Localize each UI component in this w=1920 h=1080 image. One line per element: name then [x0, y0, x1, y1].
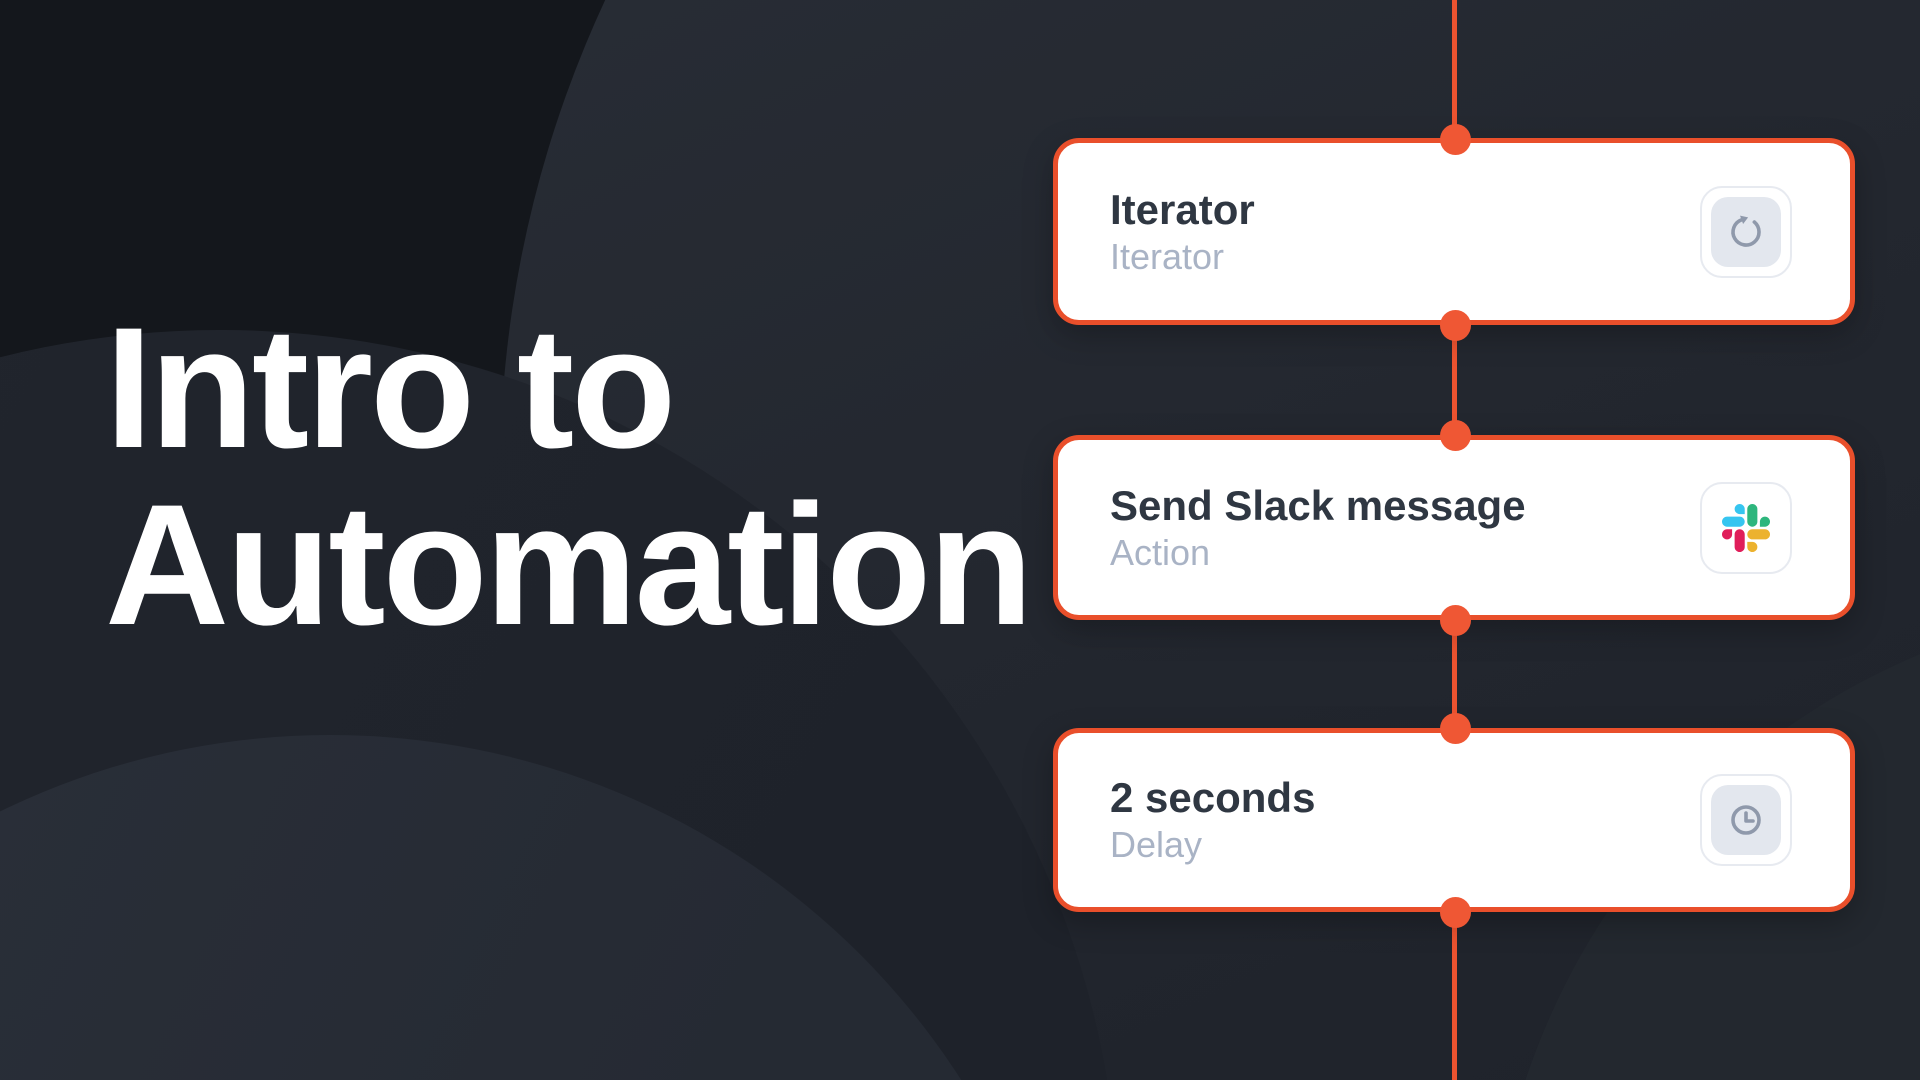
step-title: Iterator — [1110, 185, 1255, 233]
step-subtitle: Action — [1110, 531, 1211, 573]
step-subtitle: Iterator — [1110, 235, 1225, 277]
slack-logo-glyph — [1722, 503, 1770, 552]
connector-dot — [1440, 124, 1471, 155]
page-title-line-1: Intro to — [105, 292, 676, 484]
workflow-step-iterator[interactable]: Iterator Iterator — [1053, 138, 1855, 325]
clock-icon-tile — [1711, 785, 1781, 855]
clock-delay-icon — [1700, 774, 1792, 866]
rotate-arrow-glyph — [1731, 215, 1761, 247]
iterator-icon-tile — [1711, 196, 1781, 267]
iterator-icon — [1700, 185, 1792, 278]
clock-glyph — [1731, 805, 1761, 835]
page-title: Intro to Automation — [105, 292, 1033, 662]
connector-dot — [1440, 420, 1471, 451]
connector-dot — [1440, 713, 1471, 744]
page-title-line-2: Automation — [105, 469, 1033, 662]
connector-dot — [1440, 310, 1471, 341]
workflow-step-delay[interactable]: 2 seconds Delay — [1053, 728, 1855, 912]
slack-icon — [1700, 481, 1792, 574]
connector-dot — [1440, 605, 1471, 636]
workflow-step-slack[interactable]: Send Slack message Action — [1053, 435, 1855, 620]
step-subtitle: Delay — [1110, 824, 1203, 866]
step-title: Send Slack message — [1110, 481, 1526, 529]
connector-dot — [1440, 897, 1471, 928]
step-title: 2 seconds — [1110, 774, 1316, 822]
